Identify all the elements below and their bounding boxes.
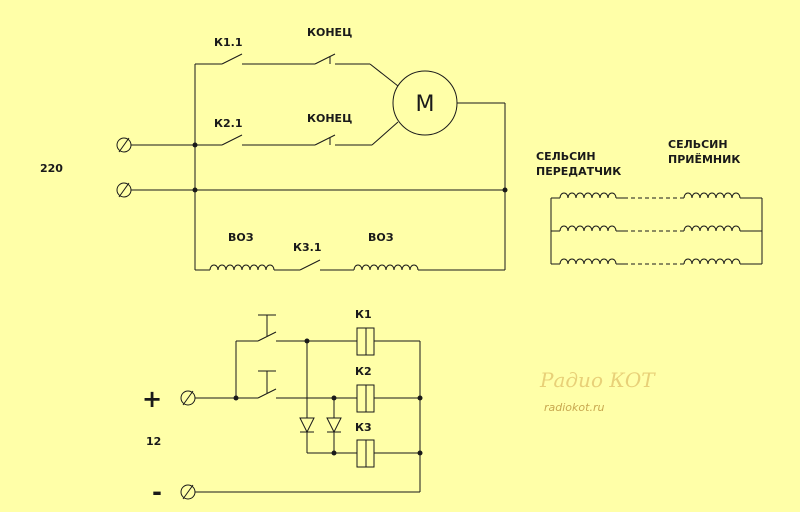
label-minus: -: [152, 478, 162, 506]
label-konets-top: КОНЕЦ: [307, 26, 352, 39]
label-konets-bottom: КОНЕЦ: [307, 112, 352, 125]
control-circuit: + 12 -: [142, 308, 423, 506]
label-k1-1: К1.1: [214, 36, 242, 49]
label-selsin-rx-1: СЕЛЬСИН: [668, 138, 728, 151]
logo-title: Радио КОТ: [539, 368, 656, 392]
label-plus: +: [142, 385, 162, 413]
label-k2-1: К2.1: [214, 117, 242, 130]
label-relay-k1: К1: [355, 308, 372, 321]
label-12: 12: [146, 435, 161, 448]
label-selsin-tx-2: ПЕРЕДАТЧИК: [536, 165, 621, 178]
label-k3-1: К3.1: [293, 241, 321, 254]
diode-left: [299, 417, 315, 434]
label-selsin-tx-1: СЕЛЬСИН: [536, 150, 596, 163]
label-voz-left: ВОЗ: [228, 231, 254, 244]
label-220: 220: [40, 162, 63, 175]
power-circuit: M К1.1 КОНЕЦ К2.1 КОНЕЦ 220 ВОЗ К3.1 ВОЗ: [40, 26, 508, 271]
label-relay-k3: К3: [355, 421, 372, 434]
voz-coil-left: [209, 264, 275, 271]
diode-right: [326, 417, 342, 434]
label-relay-k2: К2: [355, 365, 372, 378]
motor-label: M: [416, 92, 435, 117]
radiokot-logo: Радио КОТ radiokot.ru: [539, 368, 656, 414]
voz-coil-right: [353, 264, 419, 271]
selsyn-circuit: СЕЛЬСИН ПЕРЕДАТЧИК СЕЛЬСИН ПРИЁМНИК: [536, 138, 763, 265]
logo-url: radiokot.ru: [544, 401, 604, 414]
label-voz-right: ВОЗ: [368, 231, 394, 244]
label-selsin-rx-2: ПРИЁМНИК: [668, 152, 740, 166]
